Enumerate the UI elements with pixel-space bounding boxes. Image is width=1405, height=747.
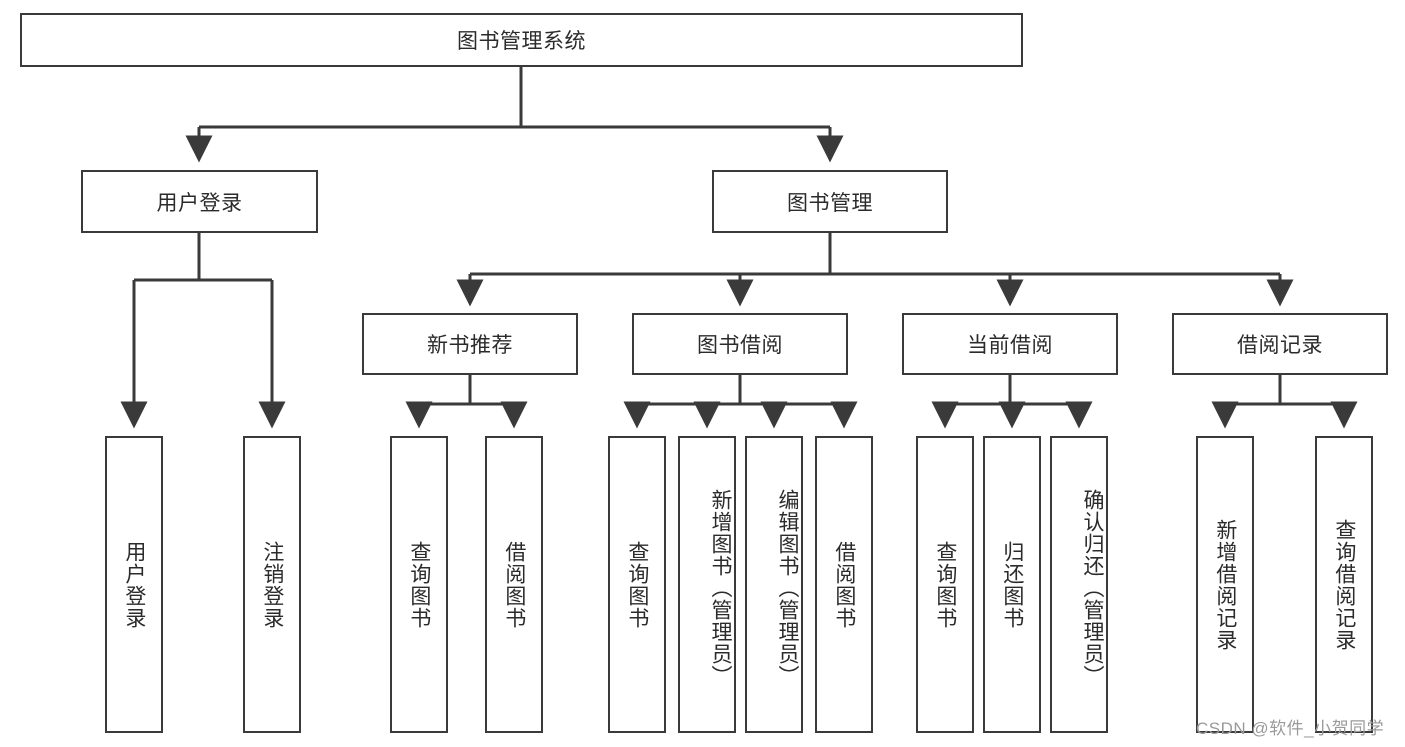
node-leaf-query-record[interactable]: 查询借阅记录 — [1315, 436, 1373, 733]
node-leaf-query-record-label: 查询借阅记录 — [1332, 518, 1356, 651]
node-leaf-add-record[interactable]: 新增借阅记录 — [1196, 436, 1254, 733]
node-leaf-user-login[interactable]: 用户登录 — [105, 436, 163, 733]
node-user-login[interactable]: 用户登录 — [81, 170, 318, 233]
node-book-borrow-label: 图书借阅 — [697, 334, 783, 357]
node-leaf-add-book[interactable]: 新增图书（管理员） — [678, 436, 736, 733]
node-leaf-user-login-label: 用户登录 — [122, 540, 146, 629]
node-book-manage[interactable]: 图书管理 — [712, 170, 948, 233]
node-book-borrow[interactable]: 图书借阅 — [632, 313, 848, 375]
node-book-manage-label: 图书管理 — [787, 191, 873, 215]
node-leaf-borrow-book-2-label: 借阅图书 — [832, 540, 856, 629]
node-user-login-label: 用户登录 — [156, 191, 243, 215]
node-leaf-query-book-1-label: 查询图书 — [407, 540, 431, 629]
node-borrow-record-label: 借阅记录 — [1237, 334, 1323, 357]
node-leaf-query-book-2[interactable]: 查询图书 — [608, 436, 666, 733]
node-leaf-add-record-label: 新增借阅记录 — [1213, 518, 1237, 651]
node-leaf-confirm-return-label: 确认归还（管理员） — [1081, 488, 1104, 687]
node-leaf-borrow-book-1-label: 借阅图书 — [502, 540, 526, 629]
node-leaf-return-book-label: 归还图书 — [1000, 540, 1024, 629]
node-leaf-borrow-book-1[interactable]: 借阅图书 — [485, 436, 543, 733]
csdn-watermark: CSDN @软件_小贺同学 — [1196, 719, 1385, 738]
node-leaf-logout[interactable]: 注销登录 — [243, 436, 301, 733]
node-new-book-recommend-label: 新书推荐 — [427, 334, 513, 357]
node-leaf-return-book[interactable]: 归还图书 — [983, 436, 1041, 733]
node-leaf-edit-book-label: 编辑图书（管理员） — [776, 488, 799, 687]
node-leaf-add-book-label: 新增图书（管理员） — [709, 488, 732, 687]
node-leaf-edit-book[interactable]: 编辑图书（管理员） — [745, 436, 803, 733]
node-current-borrow[interactable]: 当前借阅 — [902, 313, 1118, 375]
node-leaf-query-book-2-label: 查询图书 — [625, 540, 649, 629]
node-new-book-recommend[interactable]: 新书推荐 — [362, 313, 578, 375]
node-leaf-query-book-3[interactable]: 查询图书 — [916, 436, 974, 733]
node-borrow-record[interactable]: 借阅记录 — [1172, 313, 1388, 375]
node-leaf-confirm-return[interactable]: 确认归还（管理员） — [1050, 436, 1108, 733]
node-root[interactable]: 图书管理系统 — [20, 13, 1023, 67]
node-leaf-query-book-3-label: 查询图书 — [933, 540, 957, 629]
node-leaf-logout-label: 注销登录 — [260, 540, 284, 629]
node-leaf-query-book-1[interactable]: 查询图书 — [390, 436, 448, 733]
node-leaf-borrow-book-2[interactable]: 借阅图书 — [815, 436, 873, 733]
node-current-borrow-label: 当前借阅 — [967, 334, 1053, 357]
node-root-label: 图书管理系统 — [457, 30, 586, 53]
